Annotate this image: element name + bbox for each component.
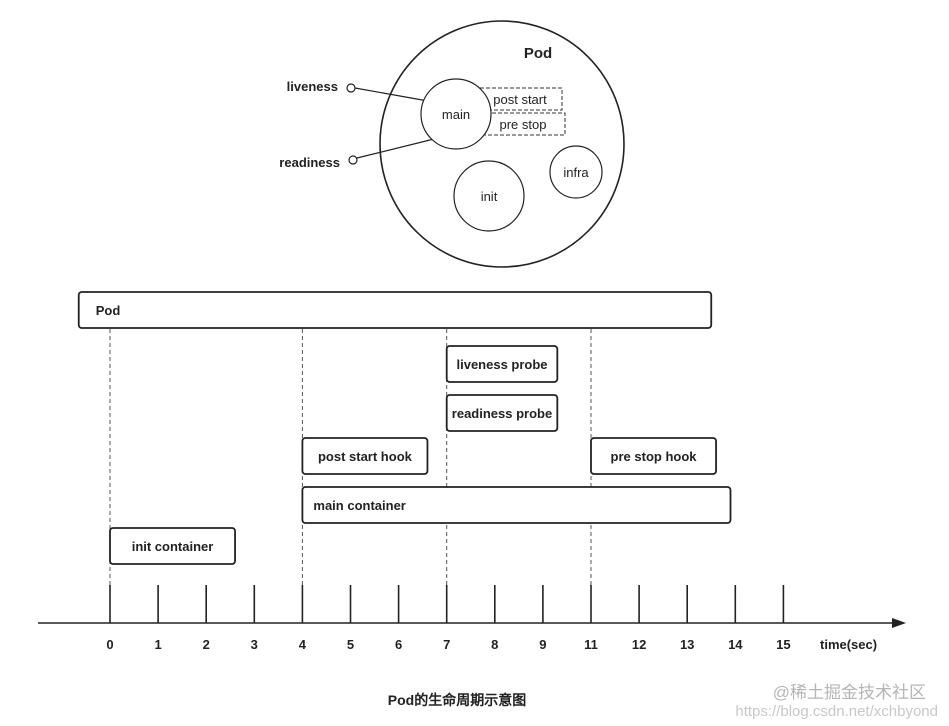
pre-stop-hook-label: pre stop hook: [611, 449, 698, 464]
pre-stop-hook-bar: [590, 437, 717, 475]
time-tick-label-0: 0: [106, 637, 113, 652]
liveness-probe-bar: [445, 345, 559, 383]
time-axis-arrow: [892, 618, 906, 628]
readiness-probe-bar: [445, 394, 559, 432]
readiness-endpoint: [348, 155, 358, 165]
pod-bar: [77, 291, 713, 329]
post-start-box: [479, 87, 563, 111]
time-tick-label-7: 7: [443, 637, 450, 652]
infra-circle: [549, 145, 603, 199]
time-axis-label: time(sec): [820, 637, 877, 652]
init-circle-label: init: [481, 189, 498, 204]
time-tick-label-3: 3: [251, 637, 258, 652]
watermark-url: https://blog.csdn.net/xchbyond: [735, 703, 938, 720]
pre-stop-label: pre stop: [500, 117, 547, 132]
time-tick-label-1: 1: [154, 637, 161, 652]
time-tick-label-9: 9: [539, 637, 546, 652]
timeline-bars: Pod liveness probe readiness probe post sta…: [77, 291, 732, 565]
pod-circle-label: Pod: [524, 45, 552, 62]
time-tick-label-11: 11: [584, 637, 598, 652]
readiness-connector: [356, 138, 435, 159]
liveness-probe-label: liveness probe: [456, 357, 547, 372]
liveness-endpoint: [346, 83, 356, 93]
pre-stop-box: [479, 112, 566, 136]
time-tick-label-15: 15: [776, 637, 790, 652]
time-tick-label-8: 8: [491, 637, 498, 652]
readiness-label: readiness: [279, 155, 340, 170]
time-tick-label-2: 2: [203, 637, 210, 652]
pod-circle: [379, 20, 625, 268]
watermark: @稀土掘金技术社区: [773, 683, 926, 702]
time-tick-label-12: 12: [632, 637, 646, 652]
main-container-bar: [301, 486, 732, 524]
time-tick-label-5: 5: [347, 637, 354, 652]
diagram-caption: Pod的生命周期示意图: [388, 692, 526, 708]
post-start-hook-bar: [301, 437, 429, 475]
post-start-label: post start: [493, 92, 547, 107]
init-container-bar: [109, 527, 236, 565]
readiness-probe-label: readiness probe: [452, 406, 552, 421]
infra-circle-label: infra: [563, 165, 589, 180]
main-container-label: main container: [313, 498, 405, 513]
main-circle: [420, 78, 492, 150]
init-container-label: init container: [132, 539, 214, 554]
pod-label: Pod: [96, 303, 121, 318]
liveness-label: liveness: [287, 79, 338, 94]
liveness-connector: [354, 87, 429, 102]
pod-structure: Pod liveness readiness post start pre st…: [279, 20, 625, 268]
time-tick-label-6: 6: [395, 637, 402, 652]
time-tick-label-13: 13: [680, 637, 694, 652]
time-tick-label-4: 4: [299, 637, 307, 652]
init-circle: [453, 160, 525, 232]
main-circle-label: main: [442, 107, 470, 122]
post-start-hook-label: post start hook: [318, 449, 413, 464]
time-tick-label-14: 14: [728, 637, 743, 652]
